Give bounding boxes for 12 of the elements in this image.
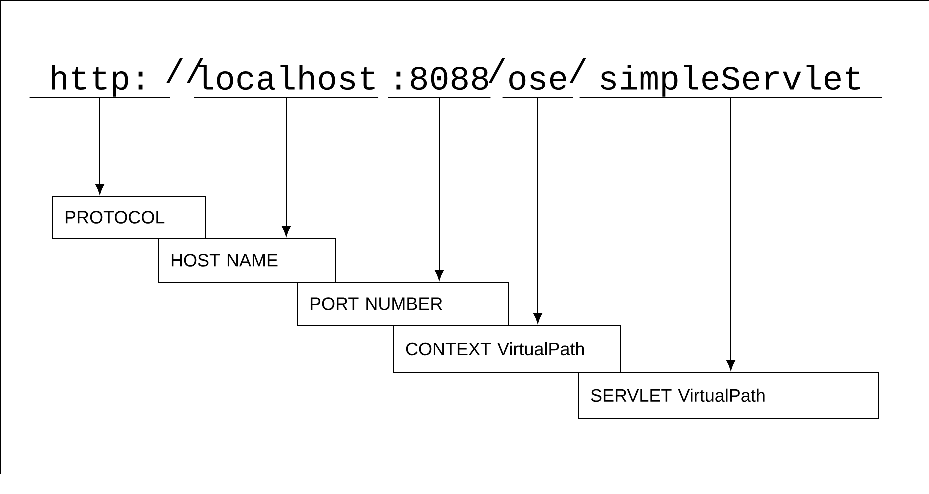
arrow <box>533 98 543 324</box>
label-box: PORT NUMBER <box>297 282 509 326</box>
arrow <box>726 98 736 371</box>
label-box: PROTOCOL <box>52 196 206 239</box>
label-box: HOST NAME <box>158 238 336 283</box>
arrow <box>95 98 105 195</box>
url-separator: / <box>488 58 506 84</box>
label-box: SERVLET VirtualPath <box>578 372 879 419</box>
url-separator: / <box>570 58 586 84</box>
arrow <box>434 98 444 281</box>
label-box: CONTEXT VirtualPath <box>393 324 621 373</box>
arrow <box>282 98 292 237</box>
